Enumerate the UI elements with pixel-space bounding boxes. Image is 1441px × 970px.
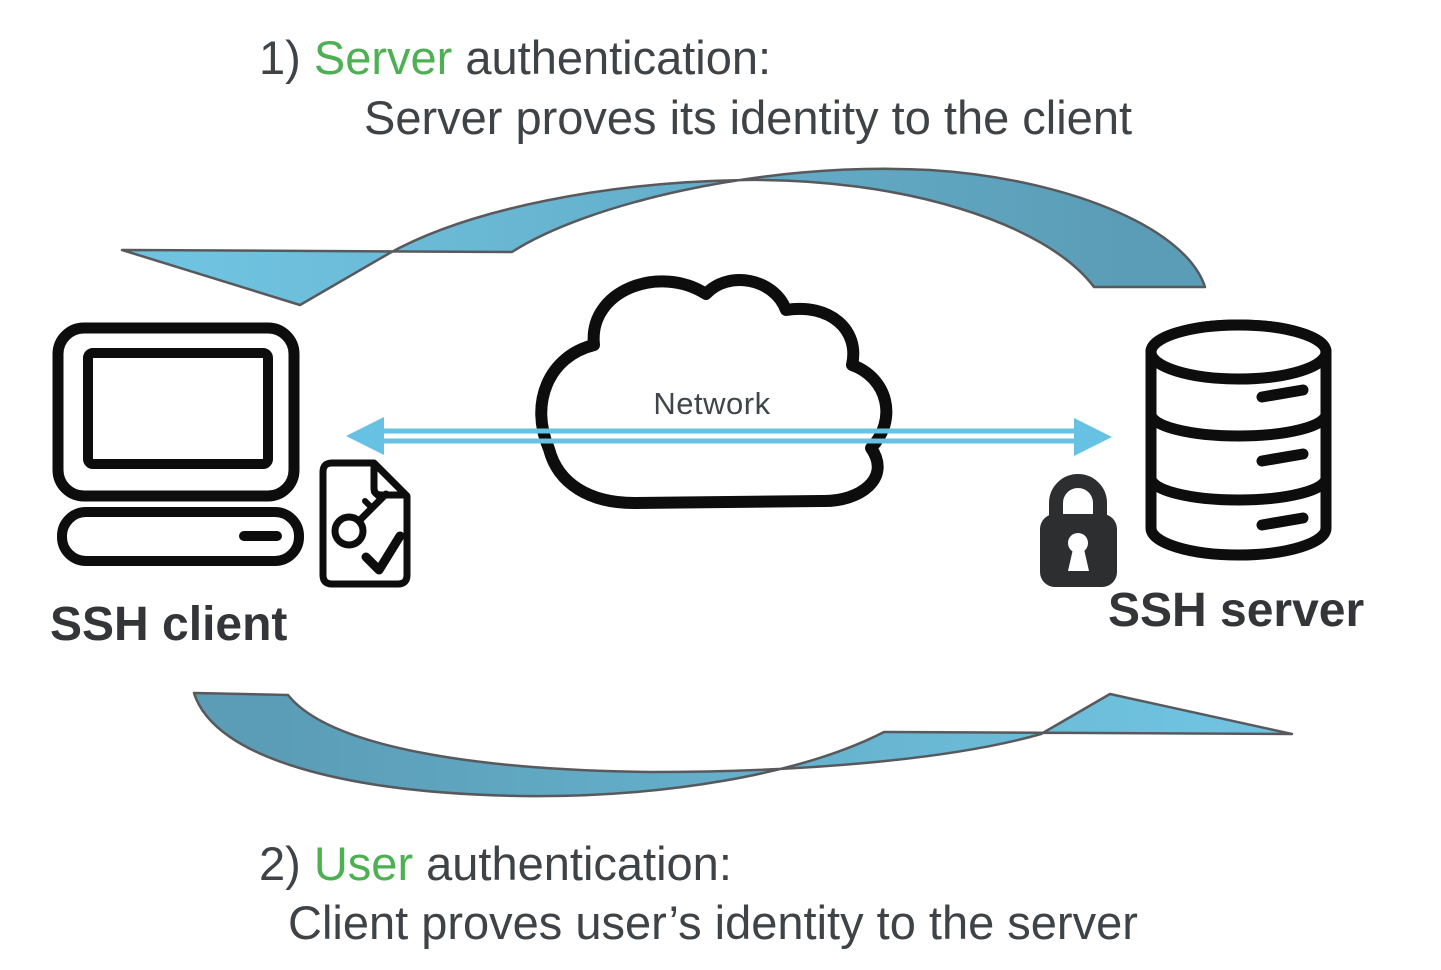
step2-description: Client proves user’s identity to the ser… bbox=[288, 896, 1138, 949]
step1-description: Server proves its identity to the client bbox=[364, 91, 1133, 144]
key-document-icon bbox=[319, 459, 411, 588]
ssh-server-label: SSH server bbox=[1108, 584, 1365, 637]
ssh-client-label: SSH client bbox=[50, 598, 288, 651]
database-icon bbox=[1145, 319, 1332, 561]
step1-number: 1) bbox=[259, 31, 314, 84]
cloud-icon bbox=[535, 274, 893, 509]
right-arrowhead bbox=[1074, 418, 1112, 456]
computer-icon bbox=[52, 322, 304, 566]
step1-heading: 1) Server authentication: bbox=[259, 30, 771, 85]
top-swoosh-arrow bbox=[120, 167, 1207, 307]
bottom-swoosh-arrow bbox=[192, 691, 1294, 798]
left-arrowhead bbox=[346, 417, 384, 455]
network-link-arrow bbox=[346, 417, 1112, 456]
step1-highlight: Server bbox=[313, 31, 453, 84]
step2-heading: 2) User authentication: bbox=[259, 836, 732, 891]
step2-highlight: User bbox=[313, 837, 414, 890]
lock-icon bbox=[1040, 474, 1117, 587]
network-label: Network bbox=[653, 386, 771, 421]
step2-number: 2) bbox=[259, 837, 314, 890]
step2-rest: authentication: bbox=[413, 837, 732, 890]
step1-rest: authentication: bbox=[452, 31, 772, 84]
